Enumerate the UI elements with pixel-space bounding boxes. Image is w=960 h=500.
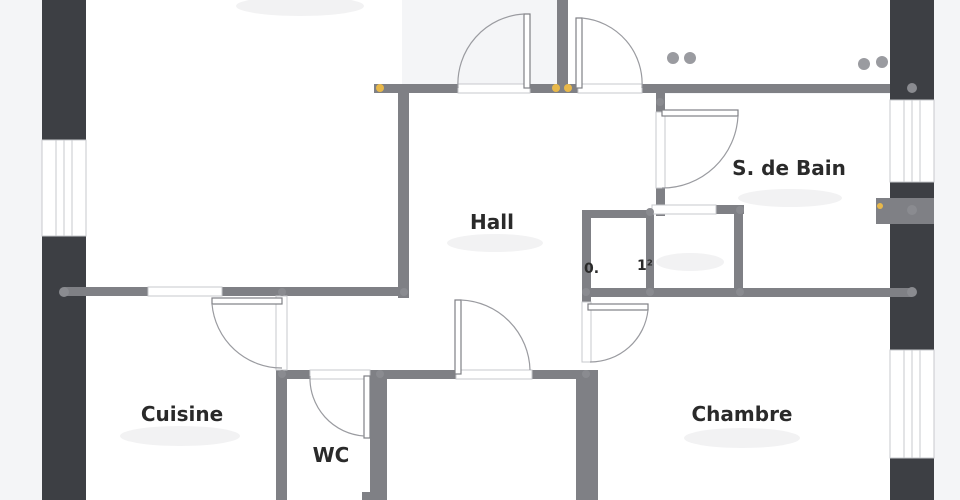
wall-kitchen-right <box>276 370 287 500</box>
wall-corridor-bottom-3 <box>532 370 596 379</box>
wall-horizontal-living <box>64 287 148 296</box>
wall-hall-left <box>398 84 409 298</box>
room-labels: Hall S. de Bain Cuisine WC Chambre 0. 1² <box>141 156 846 467</box>
door-bedroom[interactable] <box>587 303 649 363</box>
wall-top-hall-left <box>374 84 458 93</box>
doors <box>211 13 739 439</box>
closet-area-unit: 1² <box>637 258 653 274</box>
wall-horizontal-living-2 <box>222 287 406 296</box>
room-label-bathroom: S. de Bain <box>732 156 846 180</box>
wall-bedroom-left <box>576 370 598 500</box>
door-top-left[interactable] <box>457 13 531 89</box>
wall-bath-bottom <box>582 288 912 297</box>
wall-closet-left <box>582 210 591 302</box>
door-kitchen[interactable] <box>211 297 283 369</box>
wall-corridor-bottom-2 <box>370 370 456 379</box>
room-label-wc: WC <box>313 443 350 467</box>
corridor-floor[interactable] <box>284 296 584 370</box>
wall-closet-divider <box>646 210 654 296</box>
wall-junction-points <box>59 83 917 378</box>
fixture-dots <box>667 52 888 70</box>
room-label-hall: Hall <box>470 210 514 234</box>
wall-closet-right <box>734 205 743 296</box>
door-middle-room[interactable] <box>454 299 531 375</box>
outer-walls <box>42 0 934 500</box>
room-label-bedroom: Chambre <box>692 402 793 426</box>
wall-bath-left-bottom <box>656 188 665 216</box>
wall-bath-left-top <box>656 84 665 112</box>
wall-stub-bottom-wc <box>362 492 372 500</box>
blur-smudges <box>120 0 842 448</box>
room-fills <box>86 0 890 500</box>
wall-wc-right <box>370 370 387 500</box>
kitchen-floor[interactable] <box>86 296 284 500</box>
door-top-right[interactable] <box>575 17 643 89</box>
wall-closet-top-2 <box>716 205 744 214</box>
window-right-bottom <box>889 349 935 459</box>
wall-vertical-top-center <box>557 0 568 90</box>
middle-room-floor[interactable] <box>386 378 578 500</box>
outer-wall-left-top <box>42 0 86 140</box>
wall-corridor-bottom-1 <box>276 370 310 379</box>
outer-wall-right-bottom <box>890 458 934 500</box>
window-pillar-right <box>876 198 934 224</box>
closet-floor[interactable] <box>588 214 738 292</box>
window-right-top <box>889 99 935 183</box>
outer-wall-left-bottom <box>42 236 86 500</box>
wall-openings <box>147 83 717 380</box>
wc-floor[interactable] <box>284 374 374 500</box>
accent-points <box>376 84 883 209</box>
top-right-room-floor[interactable] <box>568 0 890 88</box>
wall-closet-top <box>582 210 652 218</box>
bedroom-floor[interactable] <box>596 296 890 500</box>
closet-area-value: 0. <box>584 261 599 277</box>
door-wc[interactable] <box>309 375 371 439</box>
room-label-kitchen: Cuisine <box>141 402 223 426</box>
windows <box>41 99 935 459</box>
door-bathroom[interactable] <box>661 109 739 189</box>
window-left <box>41 139 87 237</box>
interior-walls <box>64 0 912 500</box>
living-room-floor[interactable] <box>86 0 402 290</box>
wall-top-right <box>642 84 890 93</box>
